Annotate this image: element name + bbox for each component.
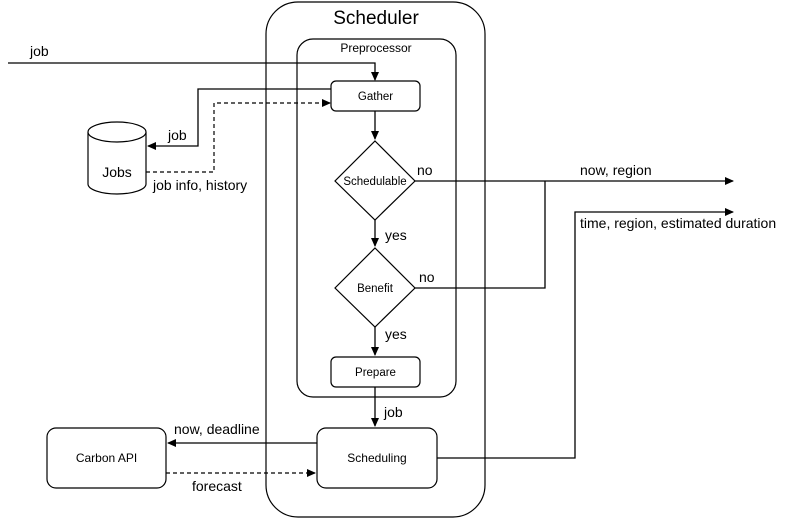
edge-label-now-region: now, region (580, 162, 652, 178)
scheduler-title: Scheduler (333, 8, 419, 29)
edge-label-now-deadline: now, deadline (174, 421, 260, 437)
prepare-label: Prepare (355, 367, 396, 379)
jobs-database-icon (87, 121, 147, 195)
edge-job-in (8, 62, 379, 81)
edge-label-job-to-store: job (167, 127, 187, 143)
carbon-api-node (46, 427, 167, 489)
benefit-label: Benefit (357, 283, 394, 295)
edge-gather-to-jobs (147, 88, 331, 150)
scheduling-label: Scheduling (347, 451, 406, 465)
edge-label-schedulable-yes: yes (385, 227, 407, 243)
edge-label-benefit-no: no (419, 269, 435, 285)
edge-label-benefit-yes: yes (385, 326, 407, 342)
preprocessor-title: Preprocessor (340, 41, 411, 55)
edge-label-schedulable-no: no (417, 162, 433, 178)
carbon-api-label: Carbon API (76, 451, 137, 465)
edge-label-job-info-history: job info, history (152, 177, 247, 193)
edge-label-forecast: forecast (192, 478, 242, 494)
schedulable-label: Schedulable (343, 176, 406, 188)
edge-label-prepare-job: job (383, 404, 403, 420)
gather-label: Gather (358, 91, 393, 103)
edge-label-job-in: job (29, 43, 49, 59)
edge-scheduling-output (437, 208, 734, 459)
edge-benefit-no (415, 181, 546, 289)
edge-label-time-region-duration: time, region, estimated duration (580, 215, 776, 231)
jobs-label: Jobs (102, 164, 132, 180)
